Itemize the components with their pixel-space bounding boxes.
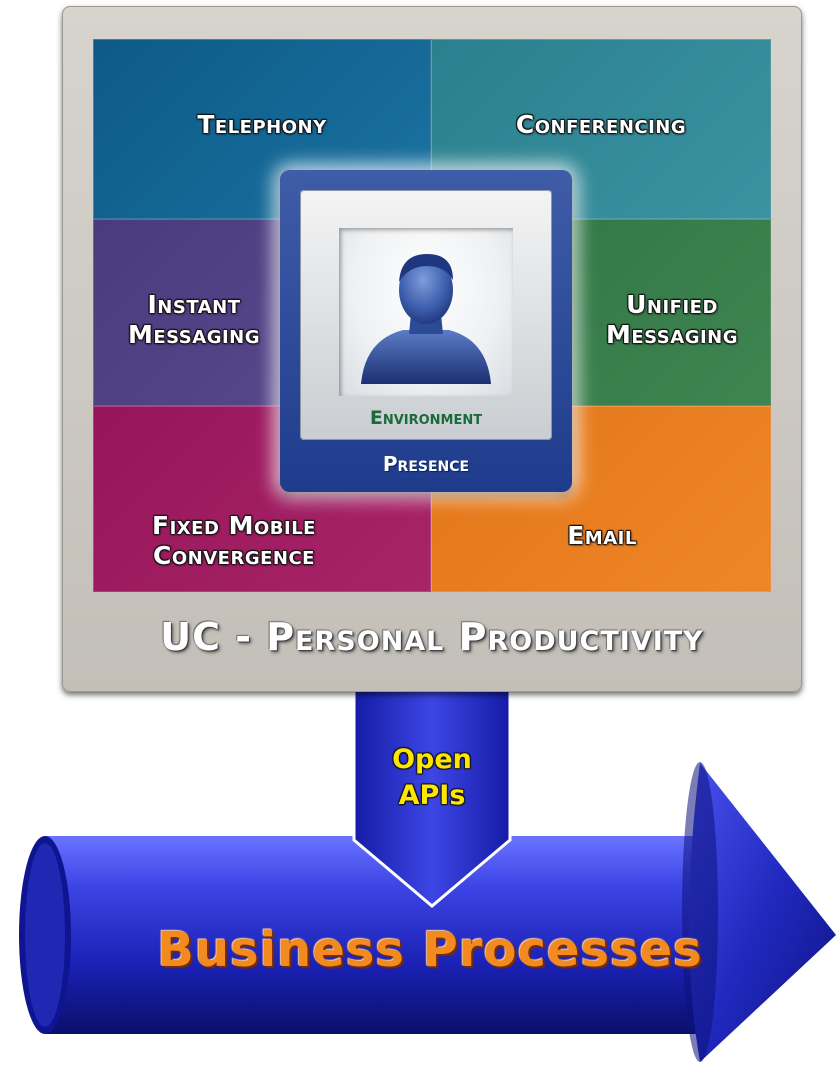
tile-fixed-mobile-convergence-label: Fixed Mobile Convergence	[124, 511, 344, 571]
open-apis-line-2: APIs	[398, 780, 466, 811]
tile-conferencing-label: Conferencing	[515, 110, 687, 139]
tile-instant-messaging-line-2: Messaging	[127, 320, 261, 349]
tile-unified-messaging-line-1: Unified	[626, 290, 718, 319]
tile-unified-messaging-label: Unified Messaging	[572, 290, 772, 350]
tile-fmc-line-1: Fixed Mobile	[152, 511, 316, 540]
panel-title: UC - Personal Productivity	[160, 615, 704, 659]
arrow-right-icon	[689, 763, 836, 1062]
tile-unified-messaging-line-2: Messaging	[605, 320, 739, 349]
business-processes-label: Business Processes	[157, 922, 703, 978]
user-silhouette-icon	[361, 254, 491, 384]
open-apis-label: Open APIs	[354, 742, 510, 814]
environment-label: Environment	[369, 407, 483, 429]
tile-telephony-label: Telephony	[197, 110, 327, 139]
user-photo-box	[339, 228, 513, 396]
tile-instant-messaging-line-1: Instant	[147, 290, 241, 319]
tile-email-label: Email	[567, 521, 637, 550]
presence-label: Presence	[382, 452, 470, 476]
tile-instant-messaging-label: Instant Messaging	[94, 290, 294, 350]
tile-fmc-line-2: Convergence	[153, 541, 315, 570]
arrow-shaft	[45, 836, 730, 1034]
open-apis-line-1: Open	[392, 744, 472, 775]
